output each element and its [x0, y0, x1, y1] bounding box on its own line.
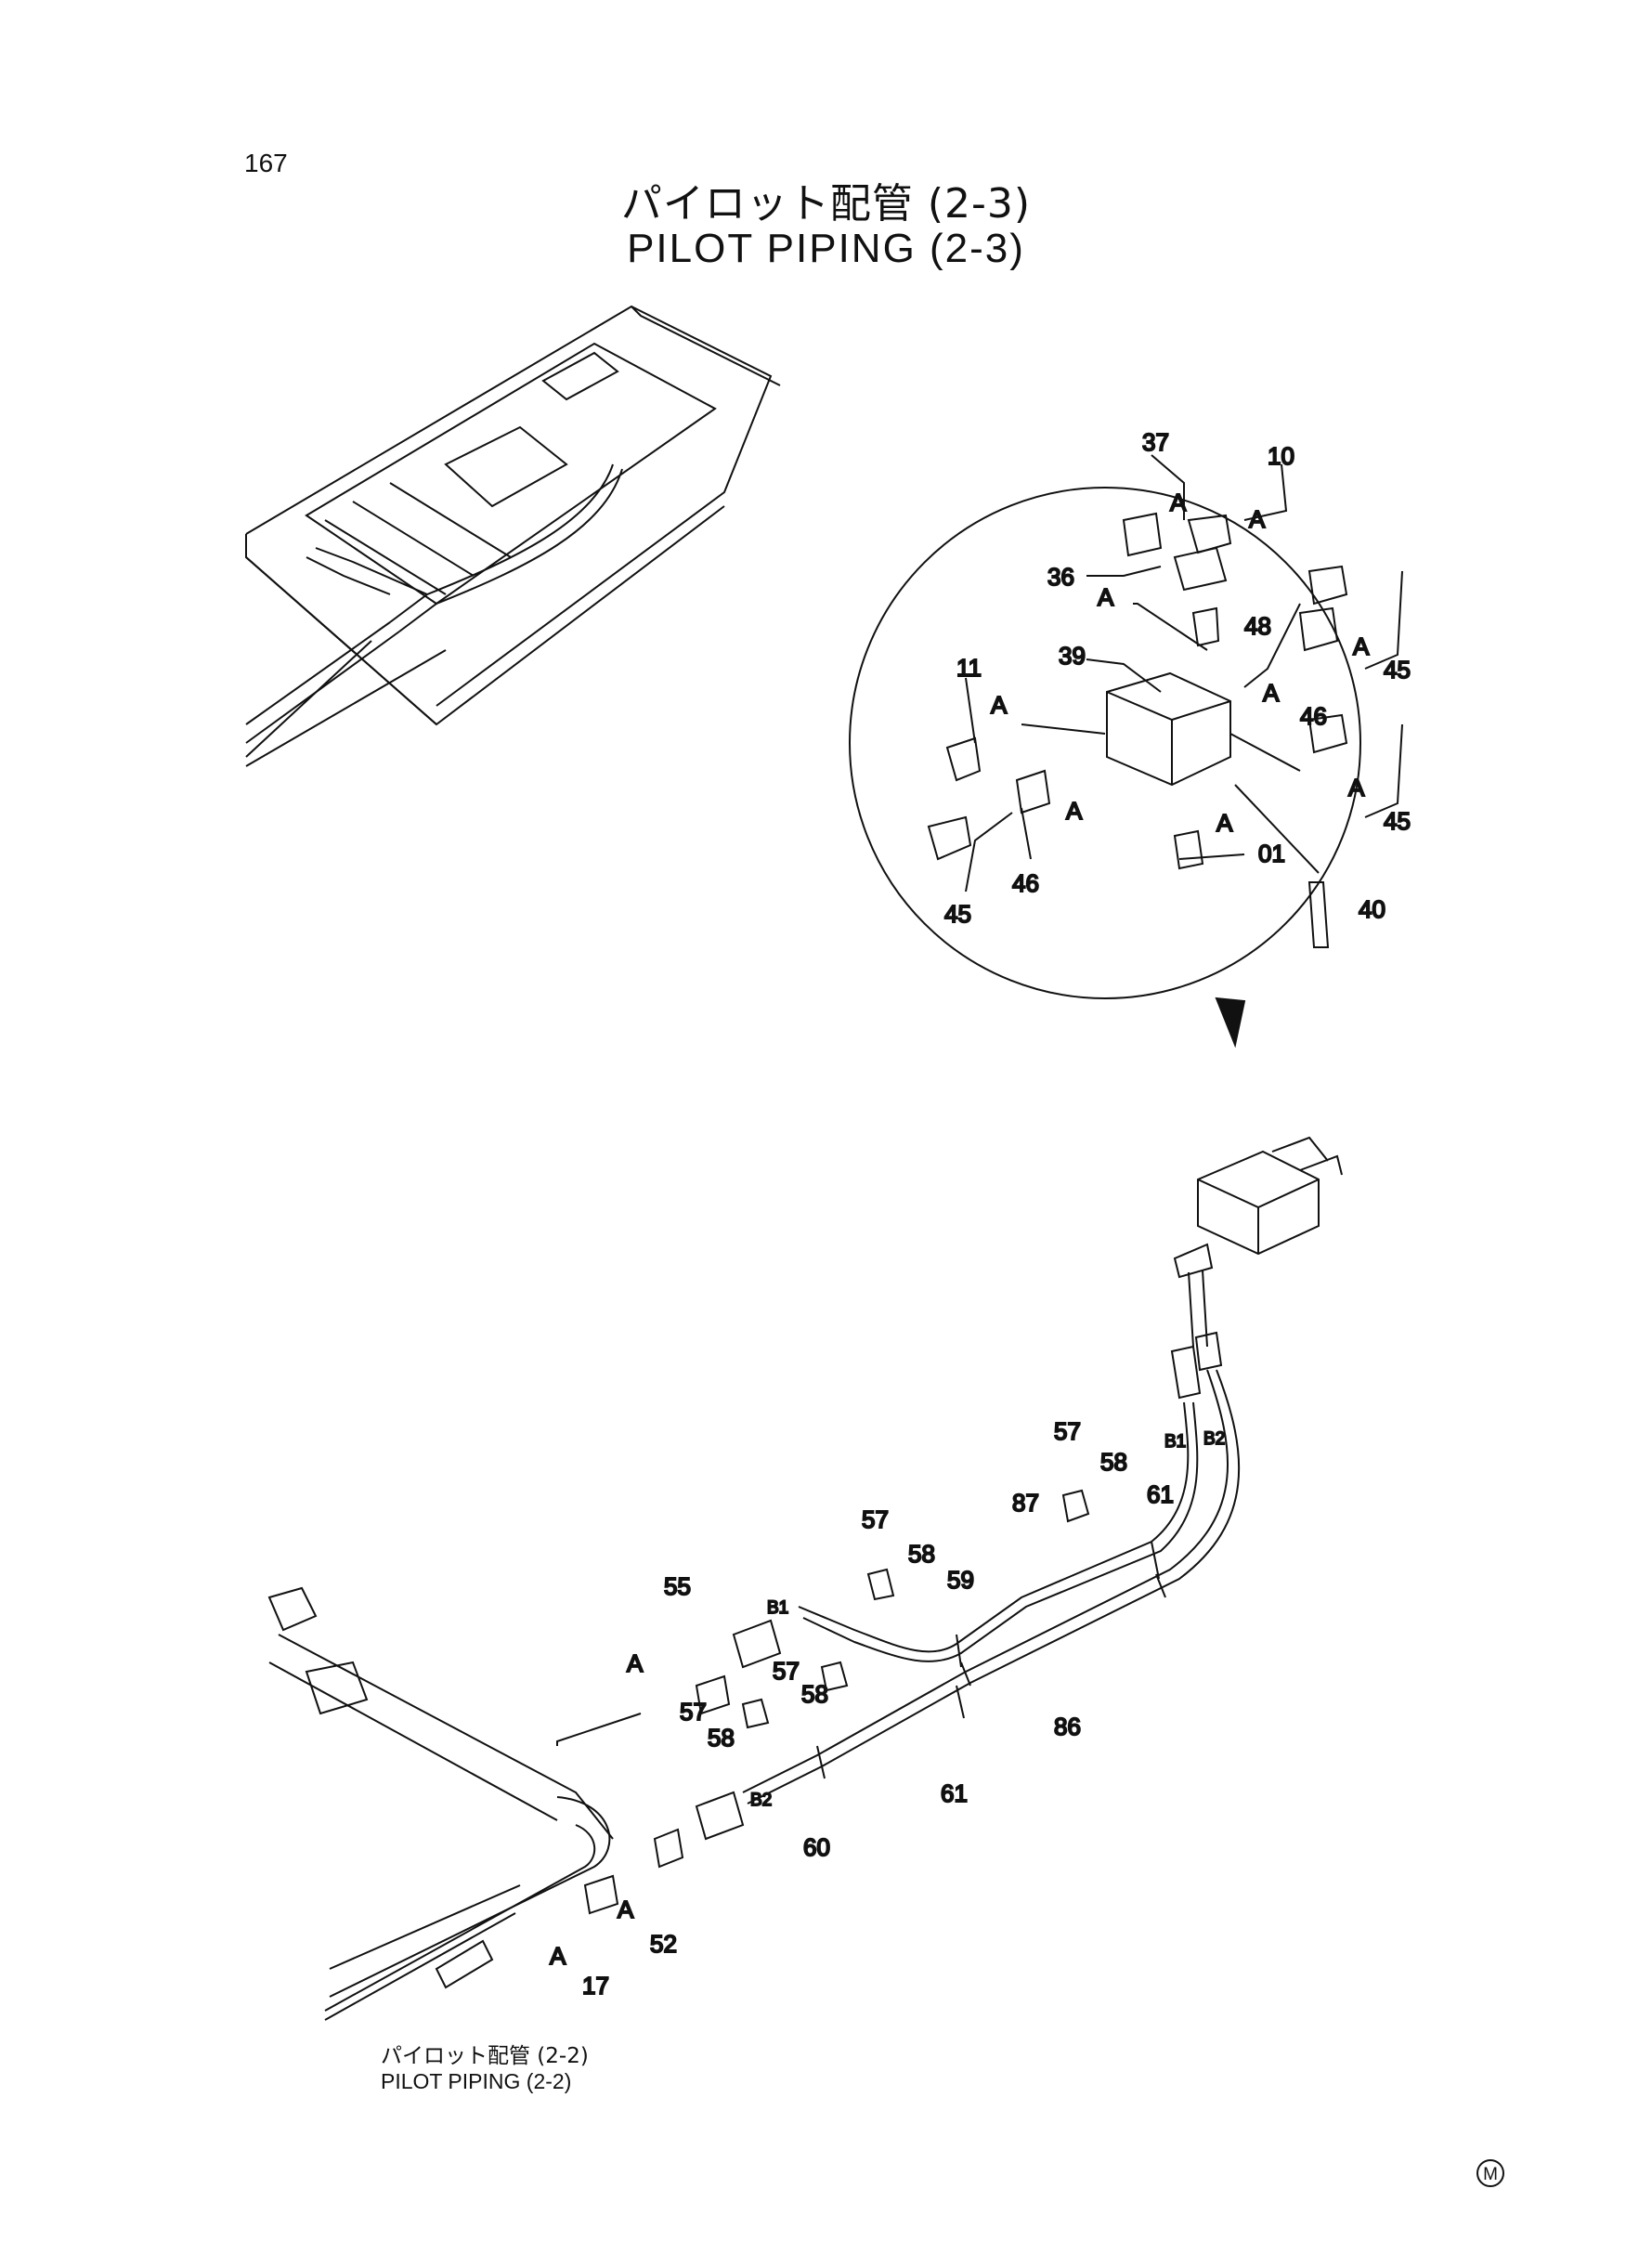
callout-11: 11: [956, 654, 982, 682]
callout-57-mid: 57: [862, 1505, 889, 1533]
page-number: 167: [244, 149, 288, 177]
callout-45-upper: 45: [1384, 656, 1411, 684]
callout-46-right: 46: [1300, 702, 1327, 730]
callout-45-lower: 45: [1384, 807, 1411, 835]
mark-a: A: [1353, 632, 1370, 660]
callout-48: 48: [1244, 612, 1271, 640]
mark-a: A: [1066, 797, 1083, 825]
mark-a: A: [627, 1649, 644, 1677]
reference-title-japanese: パイロット配管 (2-2): [381, 2044, 589, 2068]
callout-17: 17: [582, 1972, 609, 2000]
callout-45-left: 45: [944, 900, 971, 928]
detail-view-circle: [849, 454, 1403, 1049]
callout-01: 01: [1258, 840, 1285, 867]
mark-a: A: [1216, 809, 1233, 837]
callout-58-mid: 58: [908, 1540, 935, 1568]
callout-57-left: 57: [680, 1698, 707, 1726]
callout-60: 60: [803, 1833, 830, 1861]
callout-59: 59: [947, 1566, 974, 1594]
callout-10: 10: [1268, 442, 1294, 470]
corner-mark: M: [1476, 2159, 1504, 2187]
page-title-english: PILOT PIPING (2-3): [627, 226, 1025, 271]
callout-61-low: 61: [941, 1779, 968, 1807]
callout-55: 55: [664, 1572, 691, 1600]
callout-39: 39: [1059, 642, 1086, 670]
mark-a: A: [618, 1896, 634, 1923]
mark-a: A: [1098, 583, 1114, 611]
port-label-b2-top: B2: [1203, 1429, 1225, 1449]
callout-61-top: 61: [1147, 1480, 1174, 1508]
port-label-b1-top: B1: [1164, 1432, 1186, 1452]
callout-58-low: 58: [801, 1680, 828, 1708]
page-title-japanese: パイロット配管 (2-3): [620, 180, 1032, 228]
callout-87: 87: [1012, 1489, 1039, 1517]
valve-assembly-drawing: [583, 1136, 1343, 1915]
mark-a: A: [1263, 679, 1280, 707]
callout-36: 36: [1047, 563, 1074, 591]
callout-46-left: 46: [1012, 869, 1039, 897]
callout-58-left: 58: [708, 1724, 735, 1752]
manifold-pipe-drawing: [267, 1586, 642, 2021]
mark-a: A: [1348, 774, 1365, 801]
port-label-b1-hose: B1: [767, 1598, 788, 1618]
callout-57-top: 57: [1054, 1417, 1081, 1445]
callout-58-top: 58: [1100, 1448, 1127, 1476]
callout-57-low: 57: [773, 1657, 800, 1685]
mark-a: A: [1170, 489, 1187, 516]
port-label-b2-hose: B2: [750, 1791, 772, 1810]
reference-title-english: PILOT PIPING (2-2): [381, 2069, 572, 2093]
machine-frame-drawing: [245, 305, 781, 767]
callout-40: 40: [1359, 895, 1385, 923]
mark-a: A: [1249, 505, 1266, 533]
mark-a: A: [991, 691, 1008, 719]
mark-a: A: [550, 1942, 566, 1970]
callout-52: 52: [650, 1930, 677, 1958]
callout-37: 37: [1142, 428, 1169, 456]
callout-86: 86: [1054, 1713, 1081, 1740]
